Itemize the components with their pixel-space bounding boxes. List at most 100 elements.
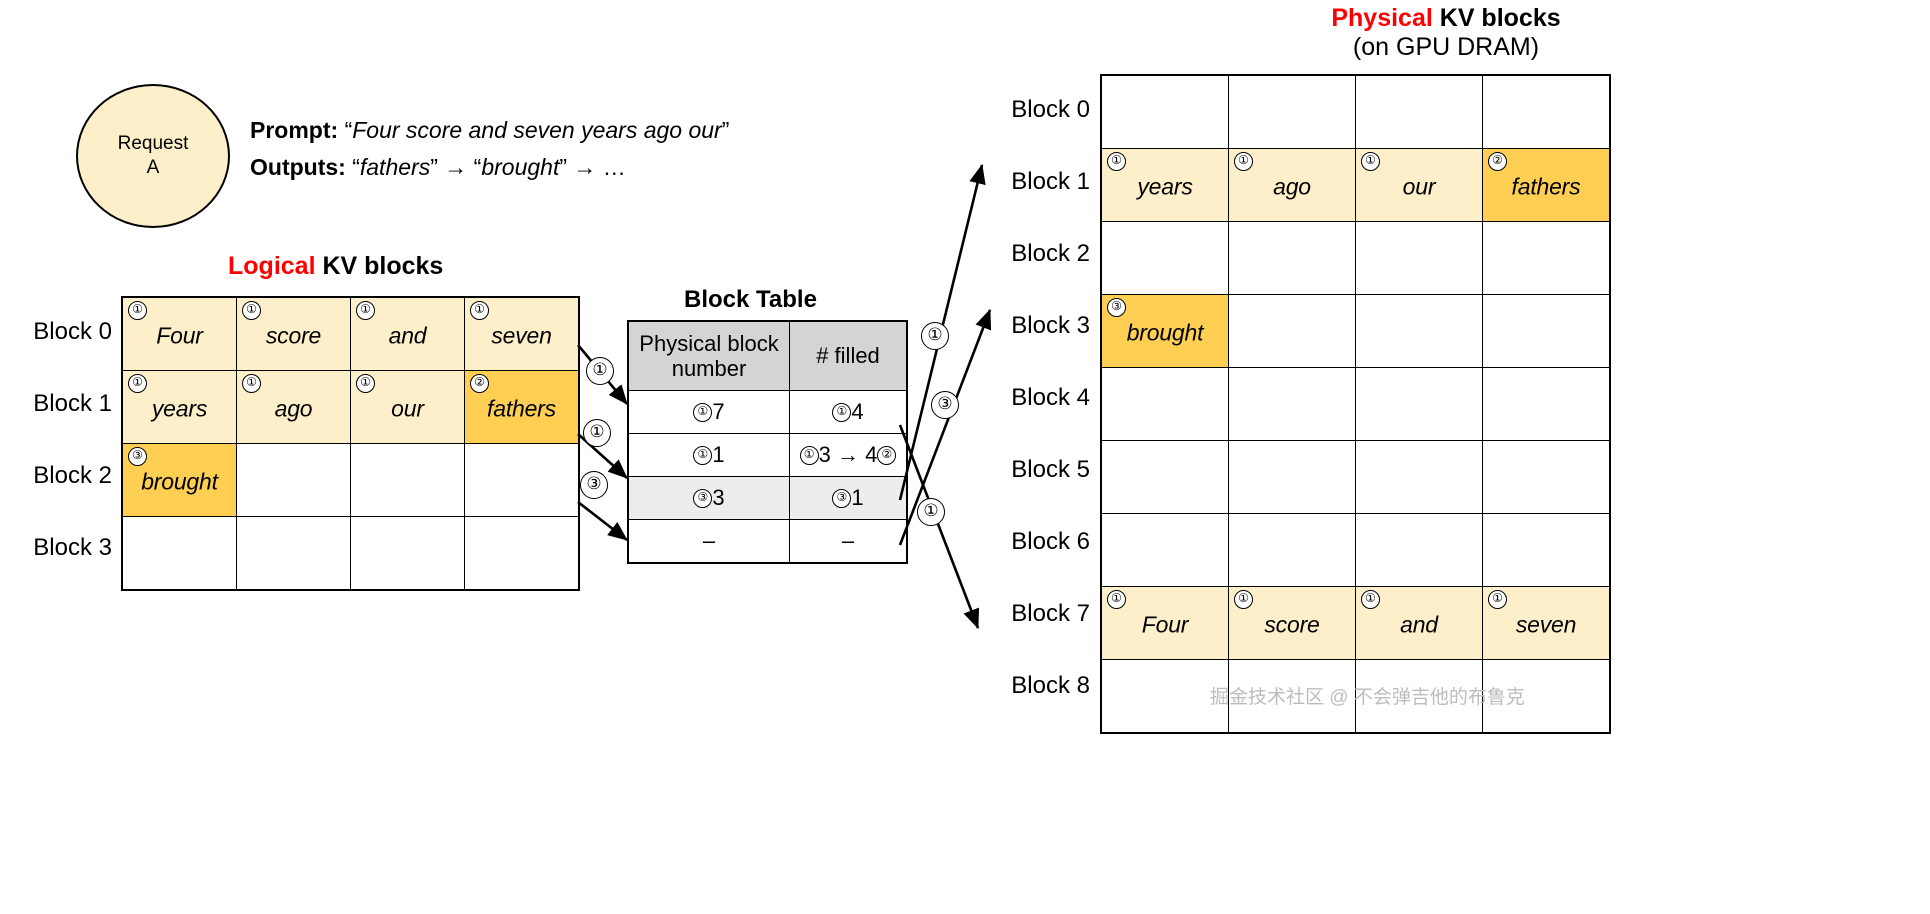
physical-row-label: Block 8 bbox=[1011, 672, 1090, 699]
watermark: 掘金技术社区 @ 不会弹吉他的布鲁克 bbox=[1210, 687, 1525, 708]
block-table-filled-value: – bbox=[841, 528, 855, 553]
logical-token: score bbox=[265, 322, 322, 349]
physical-cell[interactable] bbox=[1482, 74, 1611, 149]
sequence-marker-icon: ① bbox=[693, 403, 713, 423]
physical-cell[interactable] bbox=[1355, 74, 1483, 149]
logical-cell[interactable] bbox=[236, 443, 351, 517]
logical-kv-blocks-title: Logical KV blocks bbox=[228, 252, 443, 281]
logical-cell[interactable] bbox=[350, 516, 465, 591]
physical-cell[interactable] bbox=[1355, 440, 1483, 514]
physical-cell[interactable] bbox=[1482, 221, 1611, 295]
logical-cell[interactable]: ① ago bbox=[236, 370, 351, 444]
prompt-label: Prompt: bbox=[250, 117, 339, 143]
sequence-marker-icon: ① bbox=[1488, 590, 1507, 609]
physical-cell[interactable] bbox=[1482, 440, 1611, 514]
logical-token: ago bbox=[274, 395, 313, 422]
physical-title-accent: Physical bbox=[1331, 4, 1433, 32]
physical-cell[interactable]: ① and bbox=[1355, 586, 1483, 660]
logical-row-label: Block 0 bbox=[33, 318, 112, 345]
physical-token: brought bbox=[1126, 319, 1204, 346]
physical-cell[interactable] bbox=[1482, 367, 1611, 441]
logical-row-label: Block 1 bbox=[33, 390, 112, 417]
logical-token: fathers bbox=[487, 395, 556, 422]
sequence-marker-icon: ① bbox=[1107, 590, 1126, 609]
physical-subtitle: (on GPU DRAM) bbox=[1352, 33, 1540, 61]
block-table-header-row: Physical block number # filled bbox=[627, 320, 908, 391]
block-table-row[interactable]: –– bbox=[627, 519, 908, 564]
physical-cell[interactable] bbox=[1228, 440, 1356, 514]
physical-cell[interactable] bbox=[1228, 367, 1356, 441]
physical-cell[interactable] bbox=[1482, 659, 1611, 734]
open-quote-1: “ bbox=[344, 117, 353, 143]
physical-cell[interactable] bbox=[1228, 659, 1356, 734]
physical-cell[interactable] bbox=[1355, 294, 1483, 368]
logical-token: years bbox=[151, 395, 208, 422]
sequence-marker-icon: ③ bbox=[832, 489, 852, 509]
sequence-marker-icon: ① bbox=[832, 403, 852, 423]
physical-cell[interactable] bbox=[1228, 74, 1356, 149]
output-token-1: fathers bbox=[359, 154, 431, 181]
header-phys-line1: Physical block bbox=[639, 330, 779, 356]
sequence-marker-icon: ③ bbox=[693, 489, 713, 509]
physical-cell[interactable] bbox=[1228, 513, 1356, 587]
logical-cell[interactable] bbox=[121, 516, 237, 591]
physical-token: score bbox=[1264, 611, 1320, 638]
logical-cell[interactable] bbox=[464, 443, 580, 517]
physical-cell[interactable] bbox=[1100, 513, 1229, 587]
sequence-marker-icon: ① bbox=[1361, 590, 1380, 609]
request-badge: Request A bbox=[76, 84, 230, 228]
physical-cell[interactable] bbox=[1482, 513, 1611, 587]
logical-title-accent: Logical bbox=[228, 252, 316, 280]
logical-cell[interactable] bbox=[236, 516, 351, 591]
physical-cell[interactable] bbox=[1355, 221, 1483, 295]
physical-cell[interactable] bbox=[1100, 440, 1229, 514]
physical-row-label: Block 7 bbox=[1011, 600, 1090, 627]
sequence-marker-icon: ① bbox=[799, 446, 819, 466]
physical-cell[interactable] bbox=[1355, 513, 1483, 587]
arrow-step-marker-icon: ① bbox=[586, 357, 614, 385]
block-table-physical-number-cell: – bbox=[627, 519, 790, 564]
logical-token: our bbox=[391, 395, 424, 422]
physical-cell[interactable] bbox=[1355, 367, 1483, 441]
sequence-marker-icon: ① bbox=[128, 301, 147, 320]
sequence-marker-icon: ① bbox=[242, 374, 261, 393]
physical-row-label: Block 5 bbox=[1011, 456, 1090, 483]
physical-row bbox=[1100, 659, 1611, 734]
physical-cell[interactable] bbox=[1482, 294, 1611, 368]
physical-cell[interactable] bbox=[1228, 221, 1356, 295]
physical-cell[interactable] bbox=[1100, 74, 1229, 149]
logical-cell[interactable] bbox=[350, 443, 465, 517]
physical-token: and bbox=[1400, 611, 1438, 638]
physical-token: years bbox=[1137, 173, 1193, 200]
physical-cell[interactable] bbox=[1100, 221, 1229, 295]
physical-cell[interactable] bbox=[1228, 294, 1356, 368]
physical-cell[interactable] bbox=[1100, 367, 1229, 441]
physical-cell[interactable] bbox=[1355, 659, 1483, 734]
physical-cell[interactable] bbox=[1100, 659, 1229, 734]
logical-cell[interactable] bbox=[464, 516, 580, 591]
physical-row-label: Block 0 bbox=[1011, 96, 1090, 123]
